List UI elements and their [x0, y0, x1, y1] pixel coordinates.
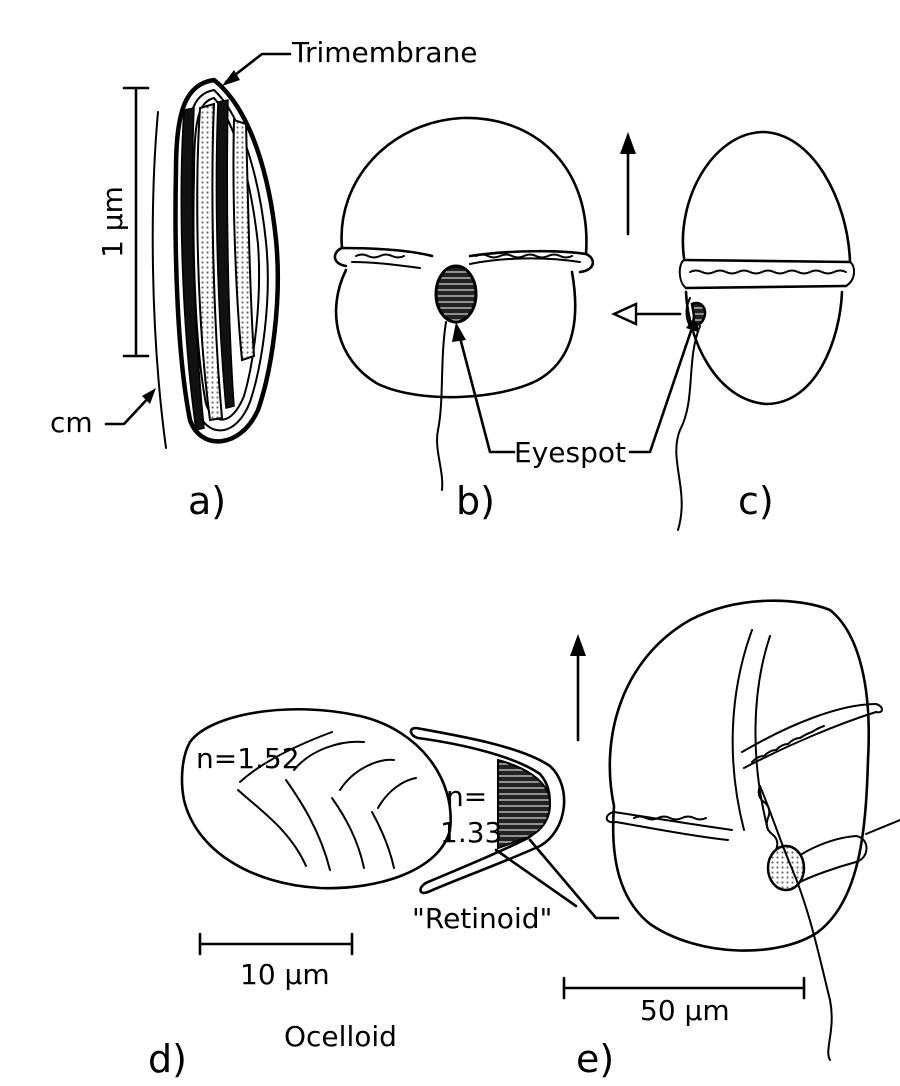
hypocone-outline: [334, 268, 577, 399]
panel-a-eyespot-section: 1 µm Trimembrane cm a): [50, 36, 477, 523]
cell-body-outline: [608, 599, 871, 952]
panel-d-ocelloid: n=1.52 n= 1.33 "Retinoid" 10 µm Ocelloid…: [148, 707, 620, 1081]
lamella-4-stippled: [232, 118, 256, 362]
epicone-outline: [340, 116, 588, 256]
lamella-3: [215, 99, 235, 409]
scale-bar-1um: [122, 86, 150, 358]
panel-label-c: c): [738, 479, 774, 523]
trimembrane-outline: [173, 77, 281, 444]
retinoid-label: "Retinoid": [412, 902, 552, 935]
ocelloid-on-cell: [766, 844, 806, 892]
scale-bar-10um: [198, 932, 354, 956]
cell-membrane-line: [151, 111, 167, 449]
panel-c-cell-lateral: c): [611, 130, 856, 531]
scale-bar-50um: [562, 976, 806, 1000]
swim-direction-arrow-c: [620, 132, 636, 154]
lens-refractive-index: n=1.52: [196, 742, 300, 775]
eyespot-label: Eyespot: [514, 436, 626, 469]
scale-label-10um: 10 µm: [240, 958, 330, 991]
scale-label-50um: 50 µm: [640, 994, 730, 1027]
flagellum-c: [675, 325, 701, 531]
panel-b-cell-ventral: b): [333, 116, 595, 523]
cm-label: cm: [50, 406, 93, 439]
scale-label-1um: 1 µm: [96, 186, 129, 258]
retinoid-pigment: [497, 758, 551, 850]
panel-label-a: a): [188, 479, 226, 523]
panel-label-b: b): [456, 479, 495, 523]
swim-direction-arrow-e: [570, 634, 586, 656]
eyespot-callout: Eyespot: [452, 312, 698, 469]
lamella-2-stippled: [196, 102, 224, 422]
panel-e-cell: 50 µm e): [562, 599, 900, 1081]
retinoid-refractive-index-label: n=: [446, 780, 487, 813]
panel-label-e: e): [576, 1037, 614, 1081]
retinoid-refractive-index-value: 1.33: [440, 816, 502, 849]
light-direction-arrow: [611, 302, 638, 326]
retinoid-cup-outline: [409, 726, 566, 895]
lens-outline: [180, 707, 452, 890]
eyespot-c: [690, 301, 707, 326]
flagellum-e: [759, 785, 833, 1061]
ocelloid-label: Ocelloid: [284, 1020, 397, 1053]
panel-label-d: d): [148, 1037, 187, 1081]
trimembrane-label: Trimembrane: [291, 36, 477, 69]
lamella-1: [180, 107, 205, 431]
eyespot-b: [434, 264, 478, 324]
flagellum-b: [436, 321, 447, 491]
